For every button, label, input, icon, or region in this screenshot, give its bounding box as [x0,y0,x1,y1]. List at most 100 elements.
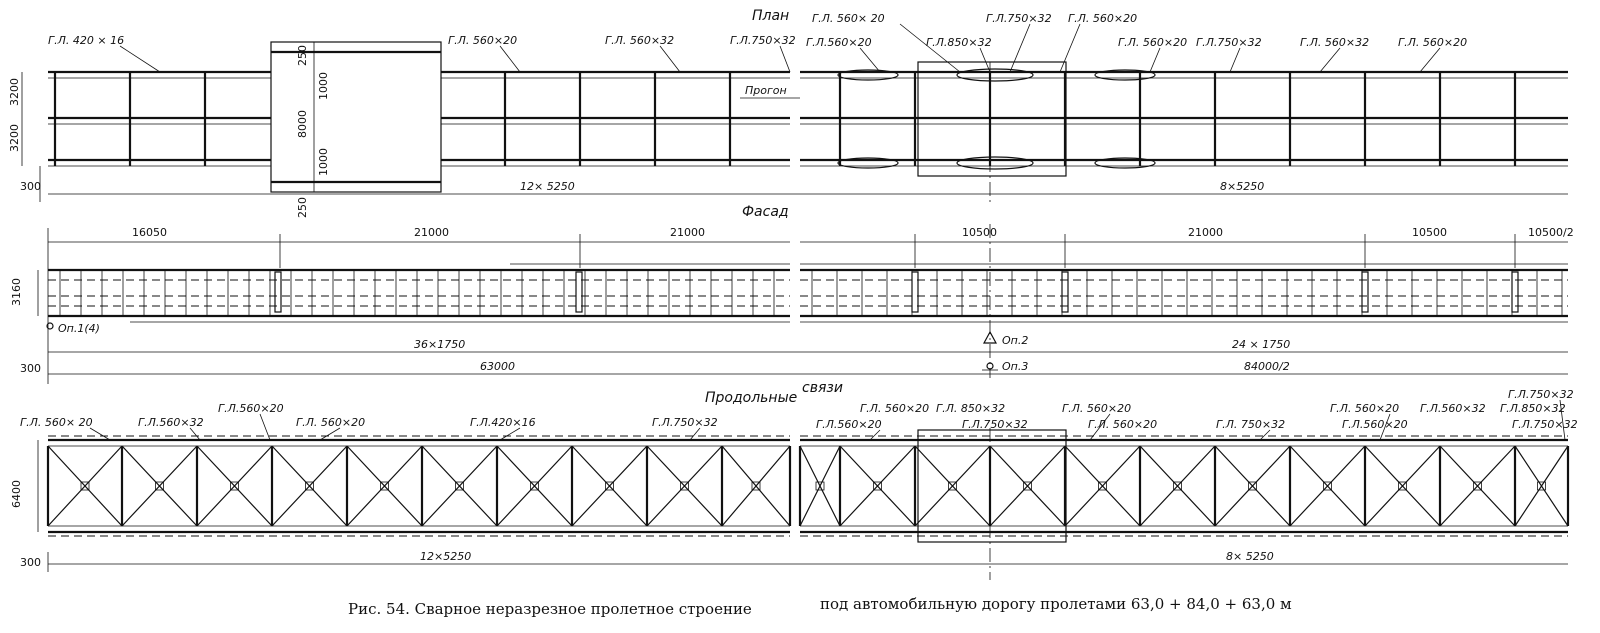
bracing-diagonal [1439,445,1516,527]
bracing-span-left: 12×5250 [420,550,471,563]
bracing-gusset [380,481,389,491]
bracing-diagonal [1514,445,1569,527]
bracing-gusset [80,481,90,491]
bracing-diagonal [496,445,573,527]
inset-dim-8000: 8000 [296,110,309,138]
bracing-plate-label-3: Г.Л.560×20 [218,402,284,415]
bracing-plate-label-19: Г.Л.750×32 [1512,418,1578,431]
facade-view: 16050 21000 21000 10500 21000 10500 1050… [10,224,1574,384]
bracing-gusset [873,481,882,491]
bracing-diagonal [914,445,991,527]
facade-dim-3: 21000 [670,226,705,239]
inset-dim-250-bottom: 250 [296,197,309,218]
bracing-gusset [1098,481,1107,491]
bracing-diagonal [271,445,348,527]
bracing-plate-label-13: Г.Л. 750×32 [1216,418,1285,431]
plan-view: 250 1000 8000 1000 250 3200 3200 300 12×… [8,8,1568,218]
plan-plate-label-13: Г.Л. 560×20 [1398,36,1467,49]
bracing-gusset [751,481,761,491]
bracing-span-right: 8× 5250 [1226,550,1274,563]
bracing-diagonal [799,445,841,527]
plan-dim-3200-top: 3200 [8,78,21,106]
support-1-label: Оп.1(4) [58,322,100,335]
caption-right: под автомобильную дорогу пролетами 63,0 … [820,595,1292,613]
bracing-members [46,445,1570,527]
bracing-plate-label-11: Г.Л. 560×20 [1062,402,1131,415]
bracing-plate-label-12: Г.Л. 560×20 [1088,418,1157,431]
plan-plate-label-4: Г.Л.750×32 [730,34,796,47]
plan-dim-3200-bottom: 3200 [8,124,21,152]
bracing-gusset [305,481,314,491]
bracing-title-b: связи [802,380,843,396]
inset-dim-1000-top: 1000 [317,72,330,100]
bracing-gusset [1023,481,1032,491]
bracing-plate-label-18: Г.Л.850×32 [1500,402,1566,415]
plan-plate-label-7: Г.Л.850×32 [926,36,992,49]
bracing-plate-label-5: Г.Л.420×16 [470,416,536,429]
bracing-diagonal [839,445,916,527]
plan-plate-label-10: Г.Л. 560×20 [1118,36,1187,49]
bracing-diagonal [346,445,423,527]
facade-panels-left: 36×1750 [414,338,465,351]
inset-dim-250-top: 250 [296,45,309,66]
plan-plate-label-1: Г.Л. 420 × 16 [48,34,124,47]
facade-title: Фасад [742,204,789,220]
bracing-gusset [1173,481,1182,491]
facade-dim-1: 16050 [132,226,167,239]
inset-dim-1000-bottom: 1000 [317,148,330,176]
bracing-diagonal [196,445,273,527]
facade-total-left: 63000 [480,360,515,373]
facade-dim-5: 21000 [1188,226,1223,239]
plan-plate-label-2: Г.Л. 560×20 [448,34,517,47]
facade-dim-6: 10500 [1412,226,1447,239]
bracing-diagonal [1214,445,1291,527]
bracing-plate-label-10: Г.Л.750×32 [962,418,1028,431]
facade-offset-dim: 300 [20,362,41,375]
bracing-plate-label-8: Г.Л. 850×32 [936,402,1005,415]
plan-span-left: 12× 5250 [520,180,575,193]
bracing-gusset [605,481,614,491]
bracing-plate-label-1: Г.Л. 560× 20 [20,416,93,429]
bracing-plate-label-4: Г.Л. 560×20 [296,416,365,429]
plan-crossbeams-left [53,72,732,166]
bracing-gusset [230,481,239,491]
bracing-plate-label-6: Г.Л.750×32 [652,416,718,429]
bracing-gusset [815,481,825,491]
bracing-gusset [1323,481,1332,491]
plan-plate-label-6: Г.Л. 560× 20 [812,12,885,25]
bracing-gusset [948,481,957,491]
plan-plate-label-8: Г.Л.750×32 [986,12,1052,25]
bracing-plate-label-17: Г.Л.750×32 [1508,388,1574,401]
facade-dim-7: 10500/2 [1528,226,1574,239]
bracing-plate-label-16: Г.Л.560×32 [1420,402,1486,415]
purlin-label: Прогон [745,84,787,97]
bracing-diagonal [421,445,498,527]
bracing-gusset [1537,481,1546,491]
bracing-plate-label-9: Г.Л.560×20 [816,418,882,431]
bracing-gusset [155,481,164,491]
bracing-diagonal [1064,445,1141,527]
facade-height-dim: 3160 [10,278,23,306]
bracing-diagonal [1139,445,1216,527]
bracing-plate-label-15: Г.Л.560×20 [1342,418,1408,431]
plan-plate-label-3: Г.Л. 560×32 [605,34,674,47]
bracing-gusset [1473,481,1482,491]
bracing-diagonal [1289,445,1366,527]
plan-cross-section-inset: 250 1000 8000 1000 250 [270,41,442,218]
plan-plate-label-5: Г.Л.560×20 [806,36,872,49]
facade-panels-right: 24 × 1750 [1232,338,1290,351]
facade-total-right: 84000/2 [1244,360,1290,373]
bracing-offset-dim: 300 [20,556,41,569]
facade-dim-2: 21000 [414,226,449,239]
plan-plate-label-9: Г.Л. 560×20 [1068,12,1137,25]
plan-plate-label-12: Г.Л. 560×32 [1300,36,1369,49]
plan-plate-label-11: Г.Л.750×32 [1196,36,1262,49]
plan-title: План [752,8,789,24]
bracing-plate-label-7: Г.Л. 560×20 [860,402,929,415]
bracing-diagonal [571,445,648,527]
bracing-diagonal [721,445,791,527]
plan-dim-300: 300 [20,180,41,193]
bracing-diagonal [47,445,123,527]
bracing-diagonal [646,445,723,527]
